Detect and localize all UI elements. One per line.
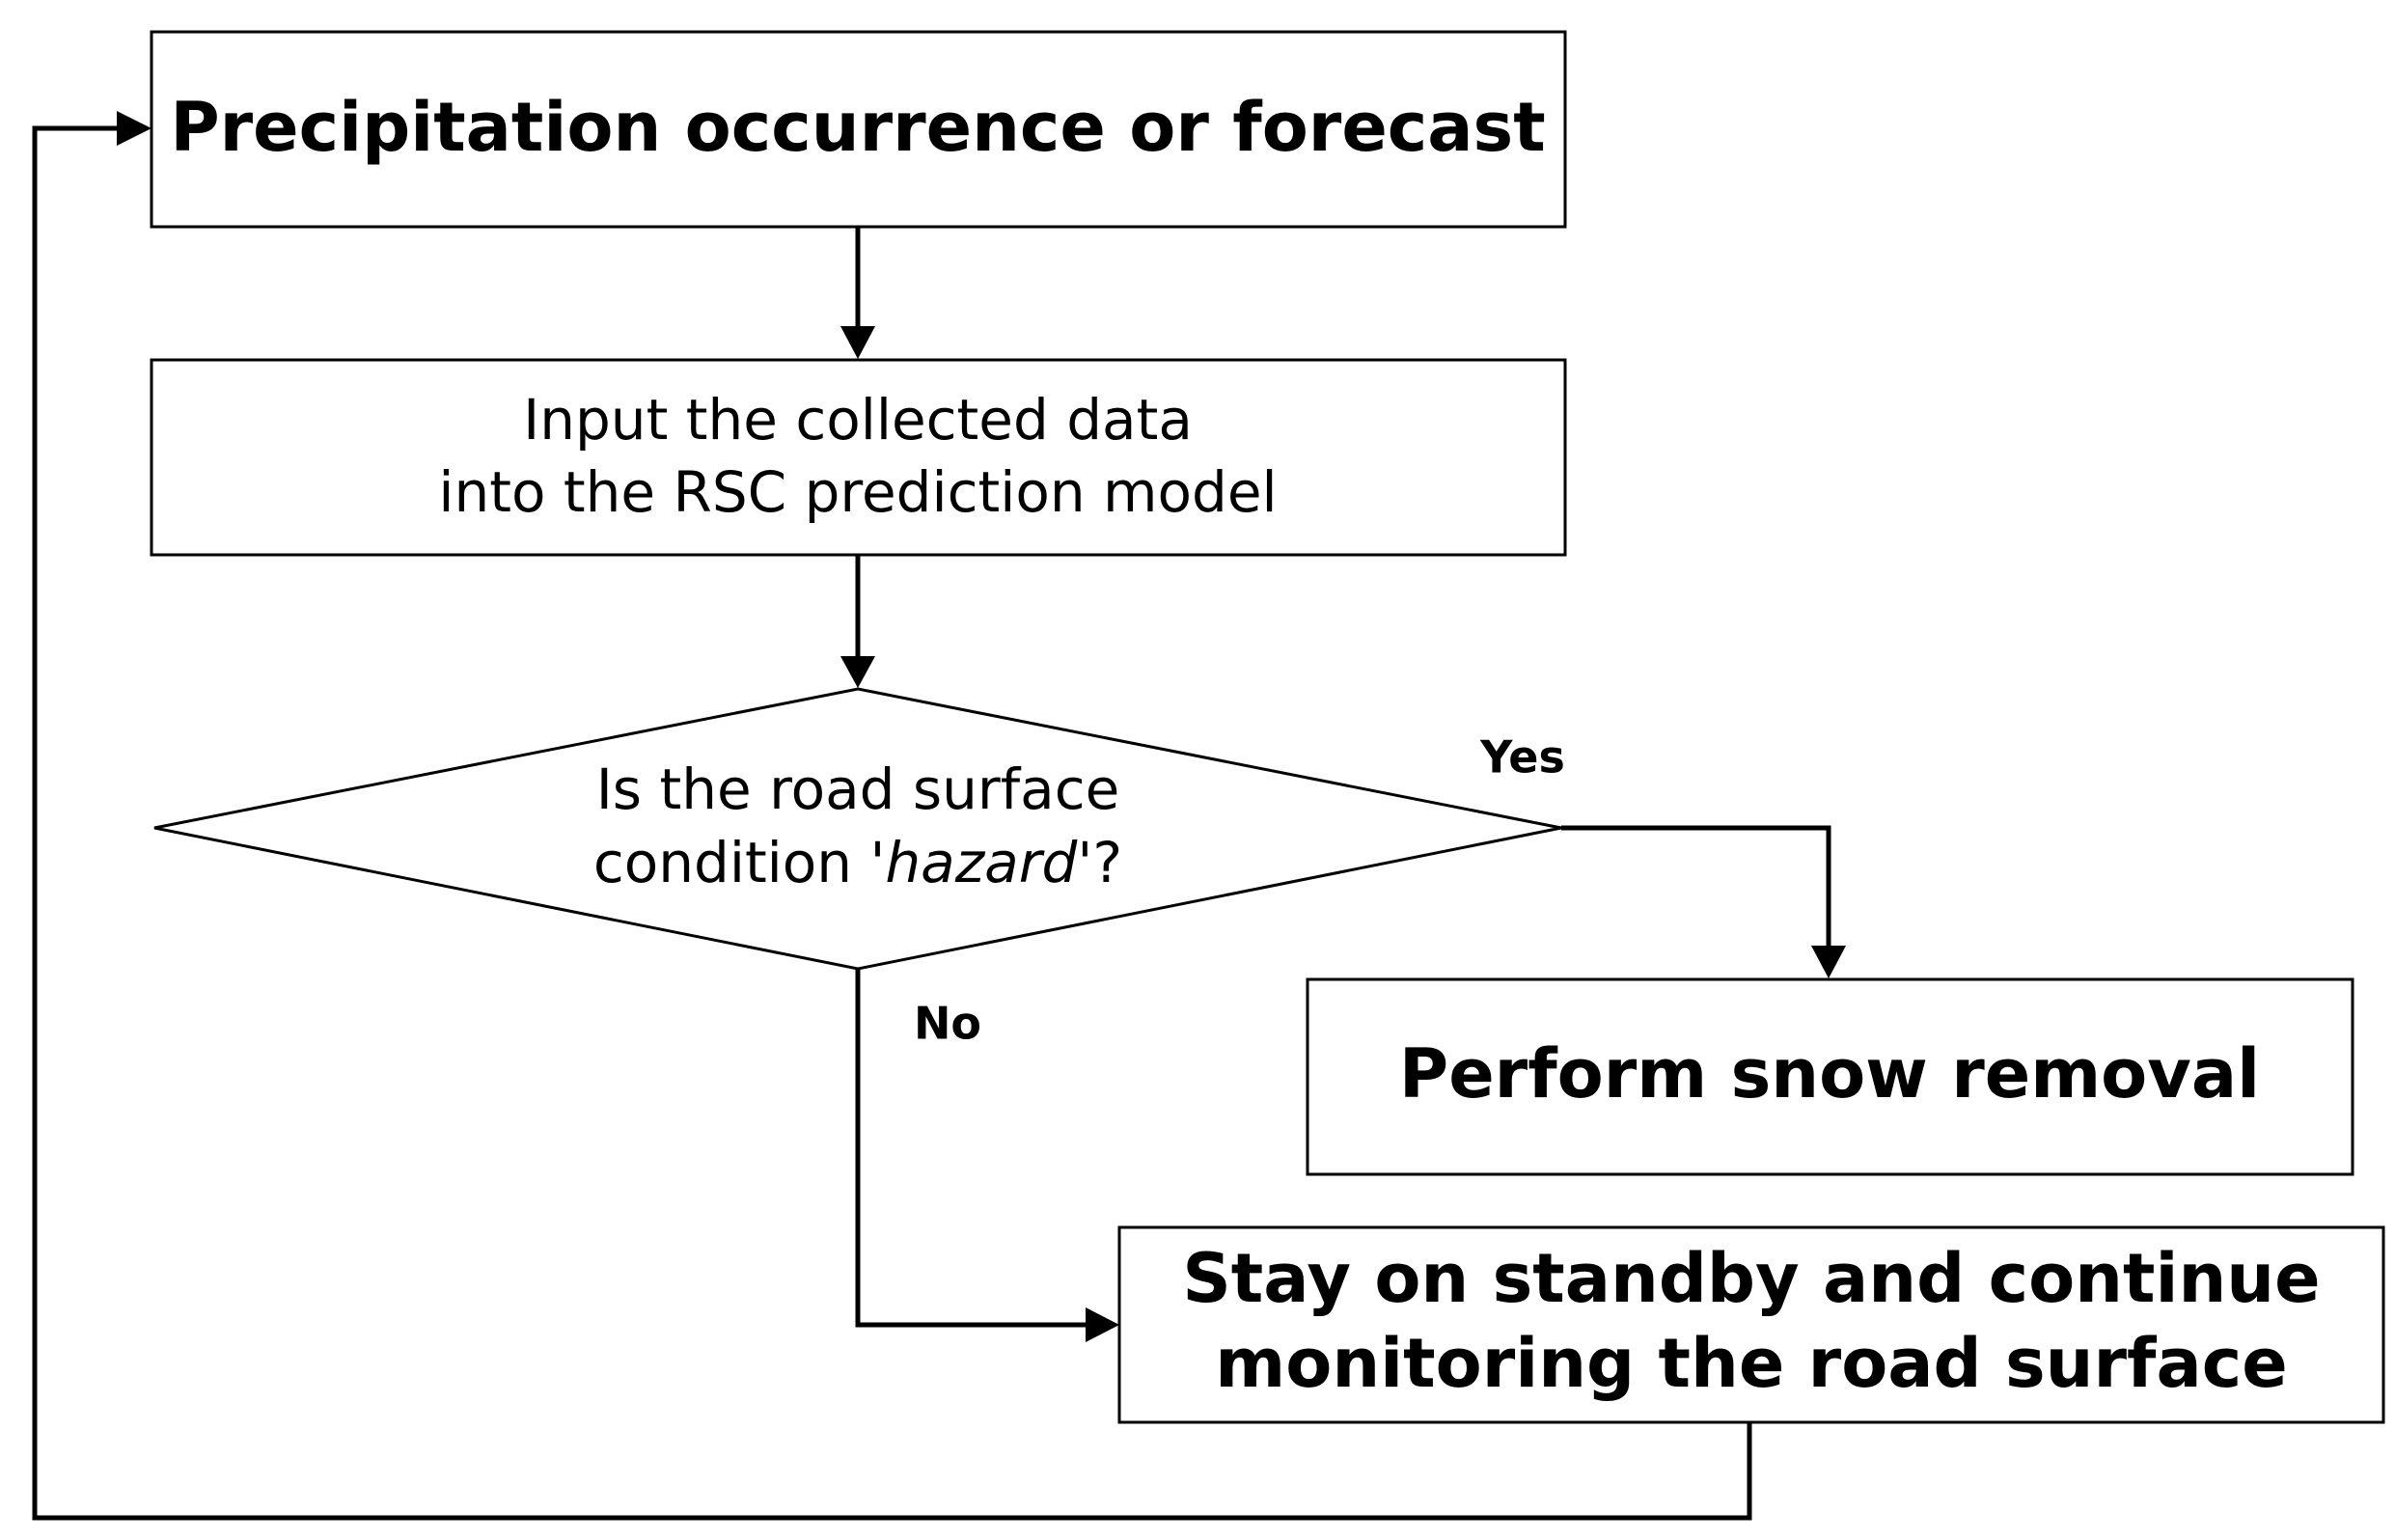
no-box-line1: Stay on standby and continue [1182, 1239, 2320, 1318]
decision-diamond: Is the road surface condition 'hazard'? [153, 687, 1562, 971]
arrow-input-to-decision [840, 555, 875, 688]
arrow-no-branch [855, 969, 1119, 1342]
input-box: Input the collected data into the RSC pr… [150, 358, 1567, 557]
no-box: Stay on standby and continue monitoring … [1117, 1225, 2385, 1424]
arrow-yes-branch [1561, 825, 1846, 978]
input-box-line1: Input the collected data [523, 387, 1193, 453]
decision-line2-italic: hazard [885, 830, 1078, 895]
arrow-loop-back [32, 111, 1752, 1521]
start-box-label: Precipitation occurrence or forecast [170, 88, 1545, 167]
yes-box: Perform snow removal [1306, 977, 2354, 1176]
decision-line2-suffix: '? [1077, 830, 1122, 895]
decision-line1: Is the road surface [596, 756, 1120, 822]
decision-line2: condition 'hazard'? [593, 830, 1122, 895]
yes-box-label: Perform snow removal [1399, 1034, 2260, 1114]
decision-line2-prefix: condition ' [593, 830, 886, 895]
yes-label: Yes [1479, 731, 1565, 784]
arrow-start-to-input [840, 227, 875, 359]
no-label: No [914, 998, 981, 1050]
start-box: Precipitation occurrence or forecast [150, 30, 1567, 229]
input-box-line2: into the RSC prediction model [438, 459, 1277, 525]
no-box-line2: monitoring the road surface [1215, 1324, 2287, 1403]
